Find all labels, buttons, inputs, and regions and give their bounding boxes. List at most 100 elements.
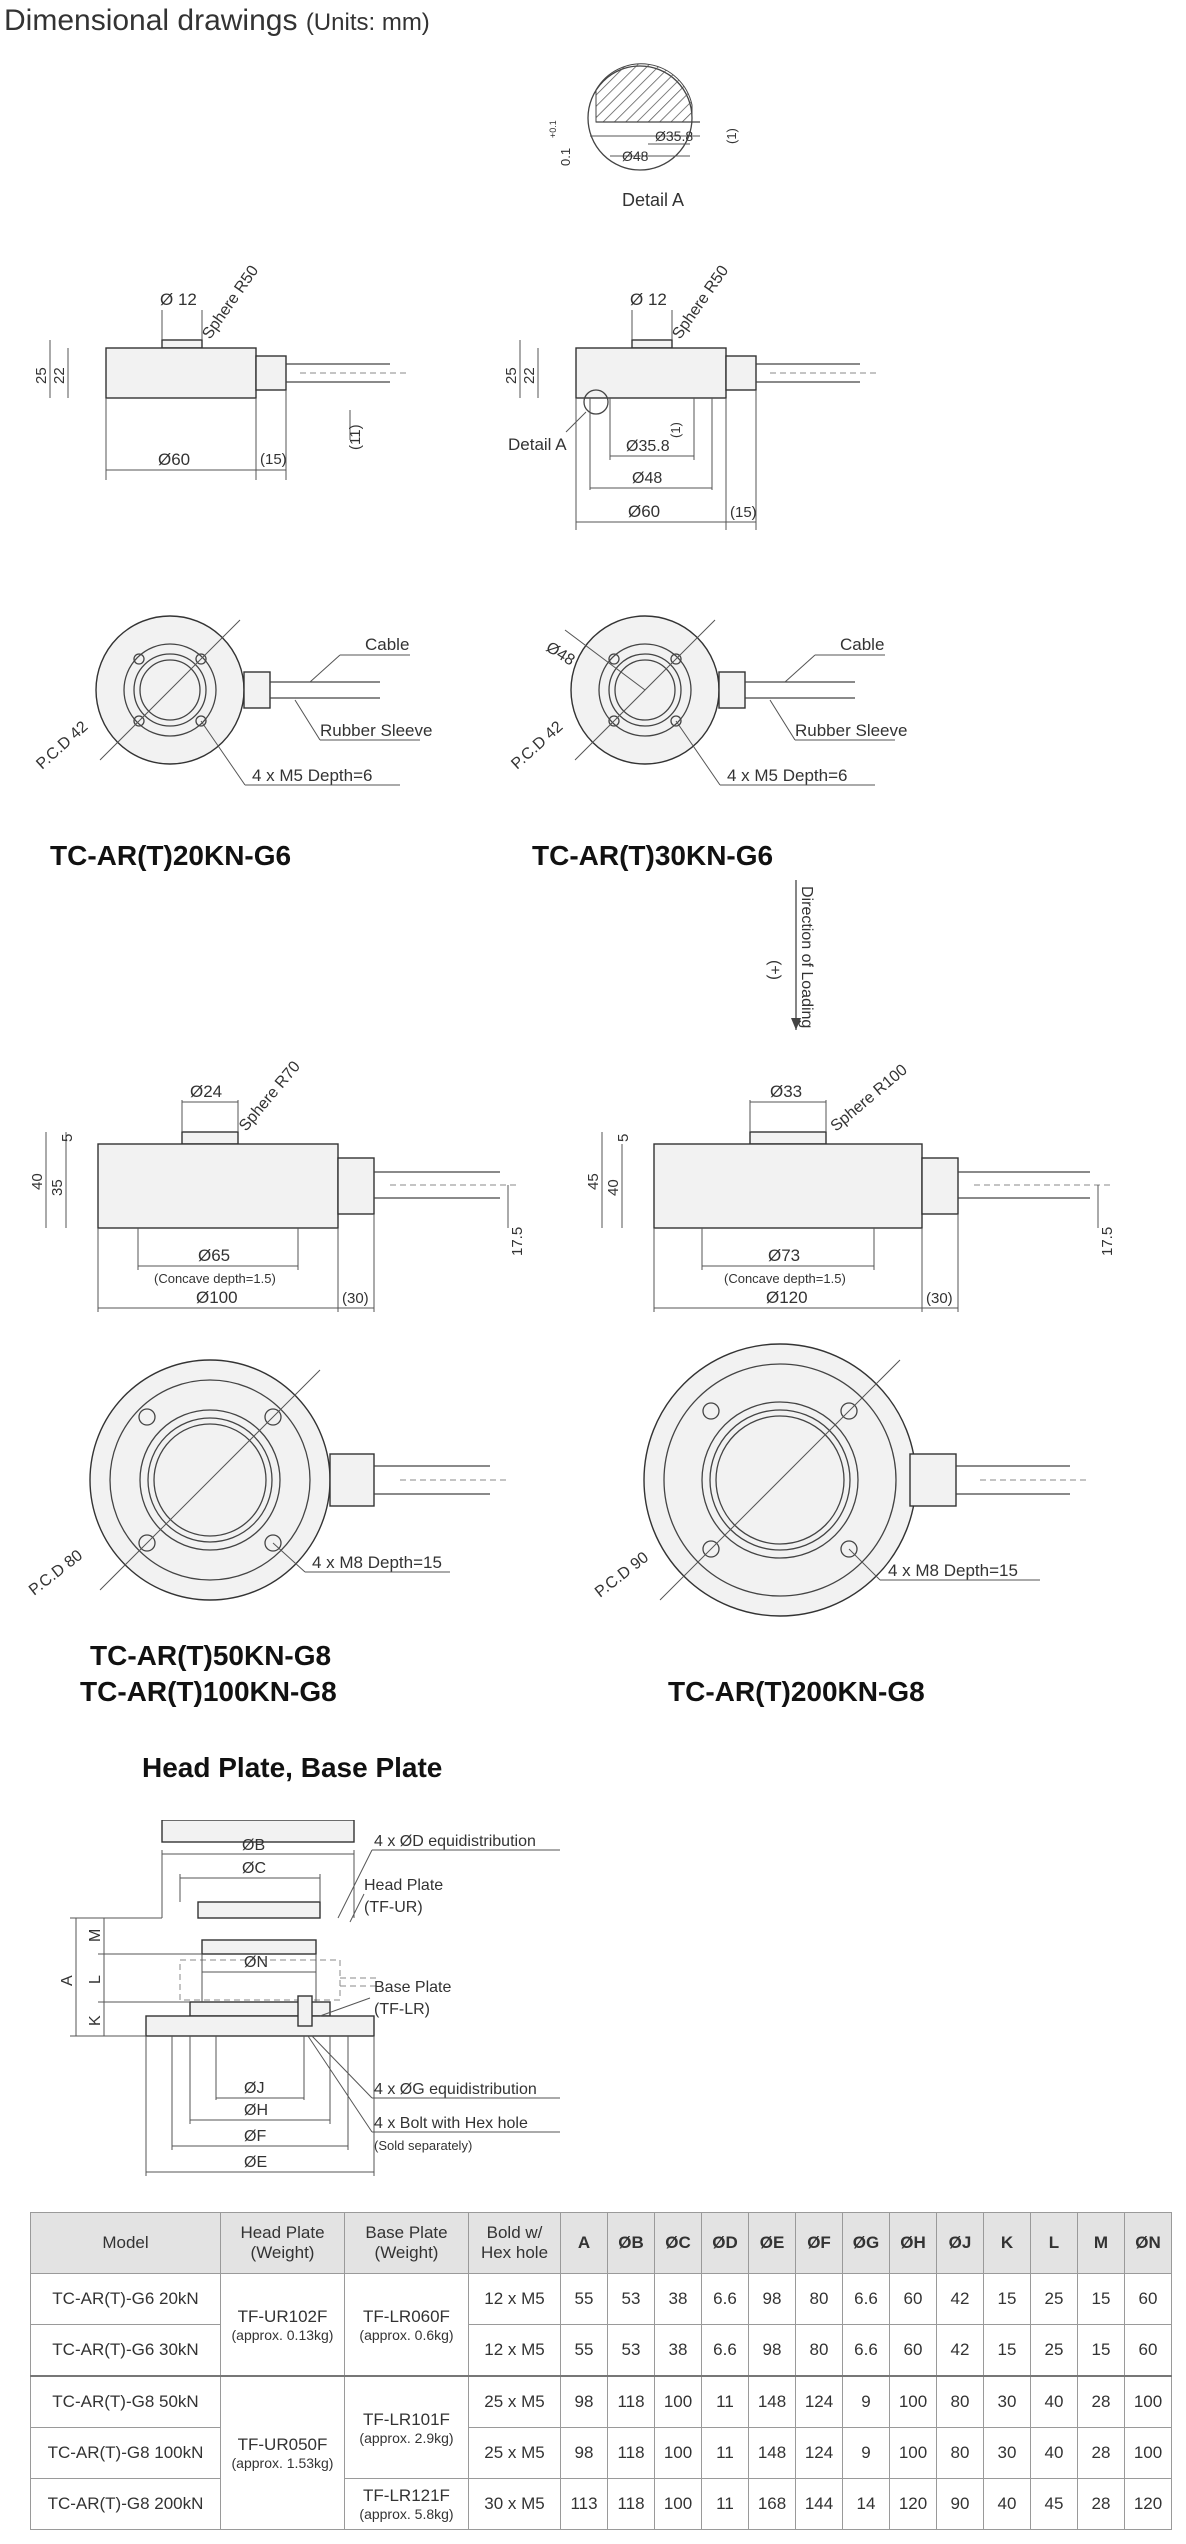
cell: 30 <box>983 2375 1031 2428</box>
row-bolt: 12 x M5 <box>468 2324 561 2377</box>
cell: 11 <box>701 2375 749 2428</box>
cell: 98 <box>560 2427 608 2479</box>
dim-k: K <box>87 2015 104 2026</box>
side200-h5: 5 <box>615 1134 632 1142</box>
dim-h: ØH <box>244 2102 268 2119</box>
loading-direction-plus: (+) <box>766 960 783 980</box>
base-plate-label: Base Plate <box>374 1979 451 1996</box>
side30-h22: 22 <box>521 367 538 384</box>
side30-d60: Ø60 <box>628 502 660 521</box>
table-row: TC-AR(T)-G8 50kN TF-UR050F(approx. 1.53k… <box>30 2375 1172 2530</box>
header-e: ØE <box>748 2212 796 2274</box>
detail-a-label: Detail A <box>622 190 684 210</box>
header-bolt: Bold w/Hex hole <box>468 2212 561 2274</box>
cell: 40 <box>1030 2427 1078 2479</box>
top30-rubber-sleeve: Rubber Sleeve <box>795 721 907 740</box>
top-view-200kn: P.C.D 90 4 x M8 Depth=15 <box>592 1343 1090 1617</box>
table-header-row: Model Head Plate(Weight) Base Plate(Weig… <box>30 2212 1172 2274</box>
cell: 100 <box>1124 2427 1172 2479</box>
cell: 45 <box>1030 2478 1078 2530</box>
cell: 80 <box>795 2324 843 2377</box>
header-d: ØD <box>701 2212 749 2274</box>
side50-concave: (Concave depth=1.5) <box>154 1271 276 1286</box>
cell: 144 <box>795 2478 843 2530</box>
model-20kn: TC-AR(T)20KN-G6 <box>50 840 292 871</box>
cell: 30 <box>983 2427 1031 2479</box>
side20-d60: Ø60 <box>158 450 190 469</box>
side50-l30: (30) <box>342 1290 369 1307</box>
dim-n: ØN <box>244 1954 268 1971</box>
side30-h25: 25 <box>503 367 520 384</box>
side200-d33: Ø33 <box>770 1082 802 1101</box>
cell: 100 <box>654 2478 702 2530</box>
cell: 124 <box>795 2427 843 2479</box>
table-row: TC-AR(T)-G6 20kN TF-UR102F(approx. 0.13k… <box>30 2273 1172 2377</box>
cell: 90 <box>936 2478 984 2530</box>
side-view-50kn-100kn: Ø24 Sphere R70 5 40 35 Ø65 (Concave dept… <box>29 1058 526 1312</box>
units-label: (Units: mm) <box>305 9 430 36</box>
header-head-plate: Head Plate(Weight) <box>220 2212 345 2274</box>
header-a: A <box>560 2212 608 2274</box>
top200-pcd: P.C.D 90 <box>592 1549 652 1601</box>
head-plate-g8: TF-UR050F(approx. 1.53kg) <box>220 2375 345 2530</box>
cell: 100 <box>654 2427 702 2479</box>
side200-d73: Ø73 <box>768 1246 800 1265</box>
dim-b: ØB <box>242 1837 265 1854</box>
cell: 25 <box>1030 2273 1078 2325</box>
top30-holes: 4 x M5 Depth=6 <box>727 766 848 785</box>
top20-holes: 4 x M5 Depth=6 <box>252 766 373 785</box>
side200-d120: Ø120 <box>766 1288 808 1307</box>
side-view-200kn: Ø33 Sphere R100 5 45 40 Ø73 (Concave dep… <box>585 1061 1116 1312</box>
top-view-20kn: Cable Rubber Sleeve P.C.D 42 4 x M5 Dept… <box>33 615 432 786</box>
model-200kn: TC-AR(T)200KN-G8 <box>668 1676 925 1707</box>
spec-table: Model Head Plate(Weight) Base Plate(Weig… <box>30 2212 1172 2530</box>
cell: 40 <box>1030 2375 1078 2428</box>
side50-sphere: Sphere R70 <box>236 1058 304 1134</box>
row-bolt: 12 x M5 <box>468 2273 561 2325</box>
base-plate-code: (TF-LR) <box>374 2001 430 2018</box>
header-b: ØB <box>607 2212 655 2274</box>
cell: 98 <box>748 2273 796 2325</box>
cell: 11 <box>701 2427 749 2479</box>
row-model: TC-AR(T)-G8 50kN <box>30 2375 221 2428</box>
cell: 6.6 <box>701 2324 749 2377</box>
side30-d48: Ø48 <box>632 470 662 487</box>
top20-pcd: P.C.D 42 <box>33 718 91 773</box>
cell: 14 <box>842 2478 890 2530</box>
top200-holes: 4 x M8 Depth=15 <box>888 1561 1018 1580</box>
cell: 28 <box>1077 2427 1125 2479</box>
row-model: TC-AR(T)-G8 200kN <box>30 2478 221 2530</box>
detail-a-one: (1) <box>724 128 739 144</box>
cell: 124 <box>795 2375 843 2428</box>
top20-rubber-sleeve: Rubber Sleeve <box>320 721 432 740</box>
cell: 42 <box>936 2273 984 2325</box>
row-model: TC-AR(T)-G6 20kN <box>30 2273 221 2325</box>
base-plate-g8-a: TF-LR101F(approx. 2.9kg) <box>344 2375 469 2479</box>
top50-holes: 4 x M8 Depth=15 <box>312 1553 442 1572</box>
direction-of-loading: Direction of Loading (+) <box>766 880 815 1030</box>
top30-d48: Ø48 <box>543 639 578 669</box>
cell: 28 <box>1077 2375 1125 2428</box>
detail-a-d48: Ø48 <box>622 148 649 164</box>
cell: 15 <box>1077 2324 1125 2377</box>
side200-h175: 17.5 <box>1099 1227 1116 1256</box>
base-plate-g6: TF-LR060F(approx. 0.6kg) <box>344 2273 469 2377</box>
cell: 42 <box>936 2324 984 2377</box>
cell: 15 <box>1077 2273 1125 2325</box>
row-bolt: 25 x M5 <box>468 2375 561 2428</box>
bolt-hex-label: 4 x Bolt with Hex hole <box>374 2115 528 2132</box>
top-view-30kn: Ø48 Cable Rubber Sleeve P.C.D 42 4 x M5 … <box>508 615 907 786</box>
cell: 55 <box>560 2273 608 2325</box>
header-k: K <box>983 2212 1031 2274</box>
cell: 60 <box>889 2273 937 2325</box>
side30-one: (1) <box>668 422 683 438</box>
cell: 6.6 <box>842 2273 890 2325</box>
cell: 25 <box>1030 2324 1078 2377</box>
side20-h25: 25 <box>33 367 50 384</box>
dim-c: ØC <box>242 1860 266 1877</box>
cell: 118 <box>607 2427 655 2479</box>
top20-cable: Cable <box>365 635 409 654</box>
side30-sphere: Sphere R50 <box>669 263 732 343</box>
side50-d24: Ø24 <box>190 1082 222 1101</box>
